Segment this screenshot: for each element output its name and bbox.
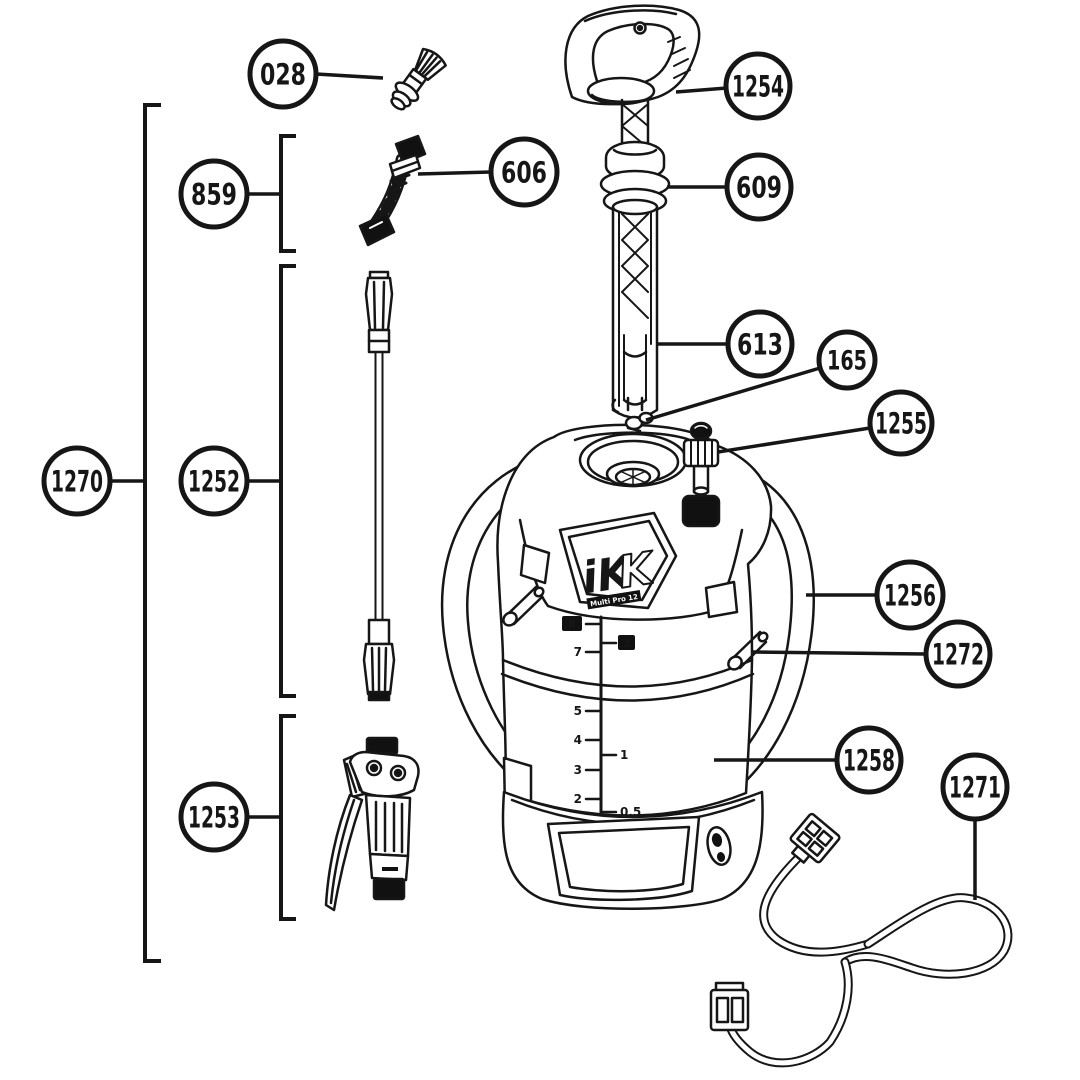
liter-label-5: 5 — [574, 704, 582, 718]
callout-number-165: 165 — [827, 346, 867, 377]
callout-number-859: 859 — [191, 178, 237, 212]
callout-number-1253: 1253 — [188, 801, 240, 835]
callout-number-028: 028 — [260, 58, 306, 92]
bracket-1252 — [279, 264, 296, 698]
callout-number-1270: 1270 — [51, 465, 103, 499]
max-liter-box — [562, 616, 582, 631]
balloon-606[interactable] — [488, 136, 560, 208]
balloon-1271[interactable] — [940, 752, 1010, 822]
balloon-1252[interactable] — [178, 445, 250, 517]
callout-859[interactable]: 859 — [178, 158, 280, 230]
callout-1272[interactable]: 1272 — [751, 619, 993, 689]
callout-number-1256: 1256 — [884, 579, 936, 613]
callout-1271[interactable]: 1271 — [940, 752, 1010, 900]
balloon-1255[interactable] — [867, 389, 935, 457]
balloon-1270[interactable] — [41, 445, 113, 517]
callout-number-1252: 1252 — [188, 465, 240, 499]
bracket-1270 — [143, 103, 161, 963]
pump-collar-part — [599, 98, 671, 215]
leader-1255 — [717, 426, 871, 454]
callout-609[interactable]: 609 — [667, 152, 794, 222]
safety-valve-part — [681, 421, 721, 528]
liter-label-7: 7 — [574, 645, 582, 659]
callout-1256[interactable]: 1256 — [806, 559, 946, 631]
bracket-859 — [279, 134, 296, 253]
callout-number-1255: 1255 — [875, 407, 927, 441]
trigger-gun-part — [324, 736, 420, 912]
balloon-1254[interactable] — [723, 51, 793, 121]
liter-label-2: 2 — [574, 792, 582, 806]
leader-606 — [417, 170, 492, 176]
gal-label-1: 1 — [620, 748, 628, 762]
balloon-1258[interactable] — [834, 725, 904, 795]
balloon-165[interactable] — [816, 329, 878, 391]
gal-label-0,5: 0,5 — [620, 805, 641, 819]
liter-label-8: 8 — [568, 618, 576, 631]
leader-165 — [645, 366, 821, 422]
tank-scale: 8 7 5 4 3 2 2 1 0,5 — [562, 615, 641, 858]
gal-label-2: 2 — [623, 637, 631, 650]
callout-165[interactable]: 165 — [645, 329, 878, 422]
callout-number-609: 609 — [736, 171, 782, 205]
callout-number-1254: 1254 — [732, 70, 784, 104]
callout-number-606: 606 — [501, 156, 547, 190]
lance-part — [362, 270, 396, 702]
elbow-nozzle-part — [358, 134, 427, 247]
liter-label-4: 4 — [574, 733, 582, 747]
hose-connector-bottom — [709, 981, 750, 1032]
callout-1258[interactable]: 1258 — [714, 725, 904, 795]
callout-number-1272: 1272 — [932, 638, 984, 672]
callout-1252[interactable]: 1252 — [178, 445, 280, 517]
callout-number-613: 613 — [737, 328, 783, 362]
balloon-859[interactable] — [178, 158, 250, 230]
leader-028 — [315, 72, 384, 80]
callout-number-1271: 1271 — [949, 771, 1001, 805]
balloon-028[interactable] — [247, 38, 319, 110]
max-gal-box — [618, 635, 635, 650]
callout-028[interactable]: 028 — [247, 38, 384, 110]
hose-connector-top — [789, 812, 841, 864]
balloon-609[interactable] — [724, 152, 794, 222]
leader-1272 — [751, 650, 927, 656]
balloon-613[interactable] — [725, 309, 795, 379]
balloon-1272[interactable] — [923, 619, 993, 689]
callout-613[interactable]: 613 — [657, 309, 795, 379]
balloon-1256[interactable] — [874, 559, 946, 631]
callout-1254[interactable]: 1254 — [675, 51, 793, 121]
locking-pins-part — [502, 585, 769, 671]
liter-label-3: 3 — [574, 763, 582, 777]
callout-1253[interactable]: 1253 — [178, 781, 280, 853]
nozzle-tip-part — [390, 47, 447, 111]
tank-base-part — [501, 756, 764, 910]
pump-cylinder-part — [611, 198, 659, 419]
callout-606[interactable]: 606 — [417, 136, 560, 208]
callout-1270[interactable]: 1270 — [41, 445, 145, 517]
leader-1254 — [675, 86, 728, 94]
balloon-1253[interactable] — [178, 781, 250, 853]
bracket-layer — [143, 103, 296, 963]
pump-handle-part — [564, 4, 701, 106]
bracket-1253 — [279, 714, 296, 921]
tank-body-part — [496, 423, 773, 817]
callout-number-1258: 1258 — [843, 744, 895, 778]
callout-1255[interactable]: 1255 — [717, 389, 935, 457]
hose-part — [709, 812, 1013, 1068]
